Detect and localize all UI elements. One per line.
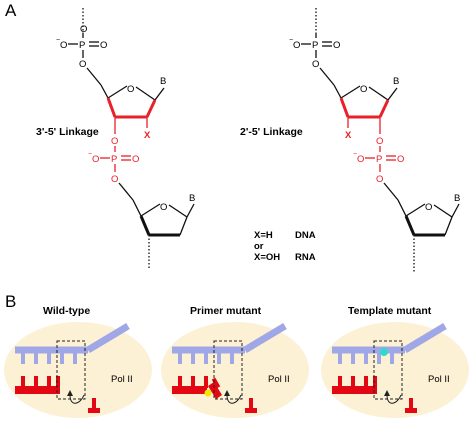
- atom-o5-bottom-right: O: [376, 174, 383, 185]
- charge-top-right: −: [289, 37, 293, 44]
- panel-b-label: B: [5, 292, 16, 311]
- atom-o-minus-top-right: O: [293, 40, 300, 51]
- legend-rna: RNA: [295, 252, 316, 263]
- base-b-bottom-right: B: [454, 193, 460, 204]
- pol-ii-label-template-mutant: Pol II: [428, 374, 450, 385]
- incoming-nucleotide: [245, 408, 257, 413]
- red-bond-c2-c1-left: [145, 99, 157, 118]
- atom-o-double-middle-right: O: [397, 154, 404, 165]
- red-bond-c4-c3-left: [106, 97, 117, 118]
- atom-x-right: X: [345, 130, 352, 141]
- incoming-arrow: [386, 394, 402, 404]
- pol-ii-body: [161, 322, 309, 418]
- pol-ii-label-wild-type: Pol II: [111, 374, 133, 385]
- incoming-arrow: [226, 394, 242, 404]
- template-overhang: [86, 322, 130, 354]
- atom-o-double-top-right: O: [333, 40, 340, 51]
- atom-o-top-left: O: [80, 24, 87, 35]
- incoming-arrow: [69, 394, 85, 404]
- template-overhang: [403, 322, 447, 354]
- right-dinucleotide: P O − O O O B X O P O − O O O: [289, 8, 460, 272]
- atom-o-minus-top-left: O: [60, 40, 67, 51]
- mismatch-marker-cyan: [380, 348, 388, 356]
- charge-middle-left: −: [88, 151, 92, 158]
- incoming-nucleotide: [88, 408, 100, 413]
- schematic-wild-type: Wild-type Pol II: [4, 305, 152, 418]
- title-primer-mutant: Primer mutant: [190, 305, 262, 317]
- atom-o-minus-middle-left: O: [92, 154, 99, 165]
- base-b-top-right: B: [393, 76, 399, 87]
- atom-o-minus-middle-right: O: [357, 154, 364, 165]
- misaligned-primer-end: [208, 382, 222, 399]
- atom-p-top-left: P: [79, 40, 85, 51]
- pol-ii-body: [4, 322, 152, 418]
- atom-o5-left: O: [79, 59, 86, 70]
- schematic-primer-mutant: Primer mutant Pol II: [161, 305, 309, 418]
- atom-ring-o-bottom-right: O: [425, 202, 432, 213]
- atom-o5-right: O: [312, 59, 319, 70]
- right-linkage-label: 2'-5' Linkage: [240, 126, 303, 138]
- atom-p-top-right: P: [312, 40, 318, 51]
- atom-o5-bottom-left: O: [111, 174, 118, 185]
- atom-o2-right: O: [376, 136, 383, 147]
- pol-ii-body: [321, 322, 469, 418]
- charge-middle-right: −: [353, 151, 357, 158]
- pol-ii-label-primer-mutant: Pol II: [268, 374, 290, 385]
- schematic-template-mutant: Template mutant Pol II: [321, 305, 469, 418]
- charge-top-left: −: [56, 37, 60, 44]
- active-site-box: [56, 340, 86, 400]
- atom-o3-left: O: [111, 136, 118, 147]
- atom-o-double-top-left: O: [100, 40, 107, 51]
- legend-or: or: [254, 241, 264, 252]
- mismatch-marker-yellow: [204, 389, 212, 397]
- atom-ring-o-left: O: [127, 84, 134, 95]
- atom-o-double-middle-left: O: [132, 154, 139, 165]
- legend-dna: DNA: [295, 230, 316, 241]
- base-b-bottom-left: B: [189, 193, 195, 204]
- base-b-top-left: B: [160, 76, 166, 87]
- atom-ring-o-bottom-left: O: [160, 202, 167, 213]
- panel-a-label: A: [5, 1, 17, 20]
- incoming-nucleotide: [405, 408, 417, 413]
- atom-ring-o-right: O: [360, 84, 367, 95]
- red-bond-c4-c3-right: [339, 97, 350, 118]
- left-dinucleotide: O P O − O O O B X O P O − O: [56, 8, 195, 270]
- x-substituent-legend: X=H DNA or X=OH RNA: [254, 230, 316, 263]
- red-bond-c2-c1-right: [378, 99, 390, 118]
- title-template-mutant: Template mutant: [348, 305, 432, 317]
- active-site-box: [213, 340, 243, 400]
- atom-x-left: X: [144, 130, 151, 141]
- legend-x-h: X=H: [254, 230, 273, 241]
- atom-p-middle-left: P: [111, 154, 117, 165]
- title-wild-type: Wild-type: [43, 305, 90, 317]
- template-overhang: [243, 322, 287, 354]
- active-site-box: [373, 340, 403, 400]
- atom-p-middle-right: P: [376, 154, 382, 165]
- legend-x-oh: X=OH: [254, 252, 280, 263]
- left-linkage-label: 3'-5' Linkage: [36, 126, 99, 138]
